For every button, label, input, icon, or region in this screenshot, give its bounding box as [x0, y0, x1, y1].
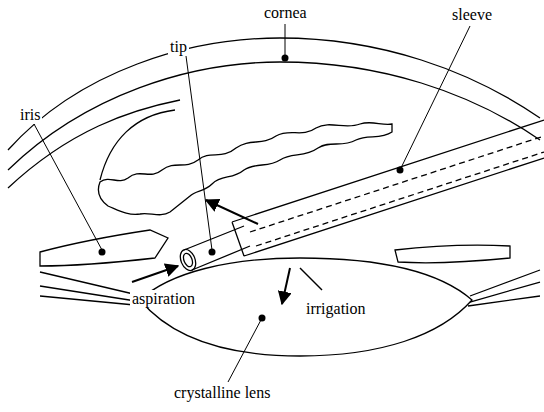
- part-label: crystalline lens: [172, 384, 272, 402]
- leader-line: [228, 318, 262, 382]
- zonules-right: [468, 270, 540, 306]
- part-label: sleeve: [450, 6, 494, 24]
- part-label: tip: [168, 38, 189, 56]
- leader-line: [34, 124, 102, 250]
- sleeve-tube: [232, 120, 544, 256]
- tip-bore: [182, 252, 195, 268]
- leader-line: [186, 56, 212, 250]
- irrigation-arrow-side: [300, 268, 322, 290]
- leader-dot: [99, 249, 106, 256]
- part-label: cornea: [262, 4, 309, 22]
- iris-left: [40, 230, 168, 266]
- leader-dot: [397, 167, 404, 174]
- part-label: iris: [18, 106, 42, 124]
- nucleus-fragment: [98, 123, 392, 215]
- leader-line: [400, 26, 470, 170]
- sclera-line: [8, 100, 180, 188]
- irrigation-arrow-up: [206, 200, 258, 224]
- aspiration-arrow: [132, 266, 178, 282]
- irrigation-arrow-down: [282, 268, 290, 304]
- leader-dot: [209, 249, 216, 256]
- part-label: irrigation: [304, 300, 368, 318]
- iris-right: [395, 245, 510, 263]
- cornea-inner: [8, 62, 540, 170]
- tip-opening: [177, 247, 198, 273]
- leader-dot: [259, 315, 266, 322]
- leader-line: [285, 24, 286, 58]
- leader-dot: [282, 55, 289, 62]
- tip-tube: [184, 226, 250, 270]
- part-label: aspiration: [130, 290, 197, 308]
- cornea-outer: [8, 38, 540, 150]
- sleeve-channel: [250, 136, 544, 246]
